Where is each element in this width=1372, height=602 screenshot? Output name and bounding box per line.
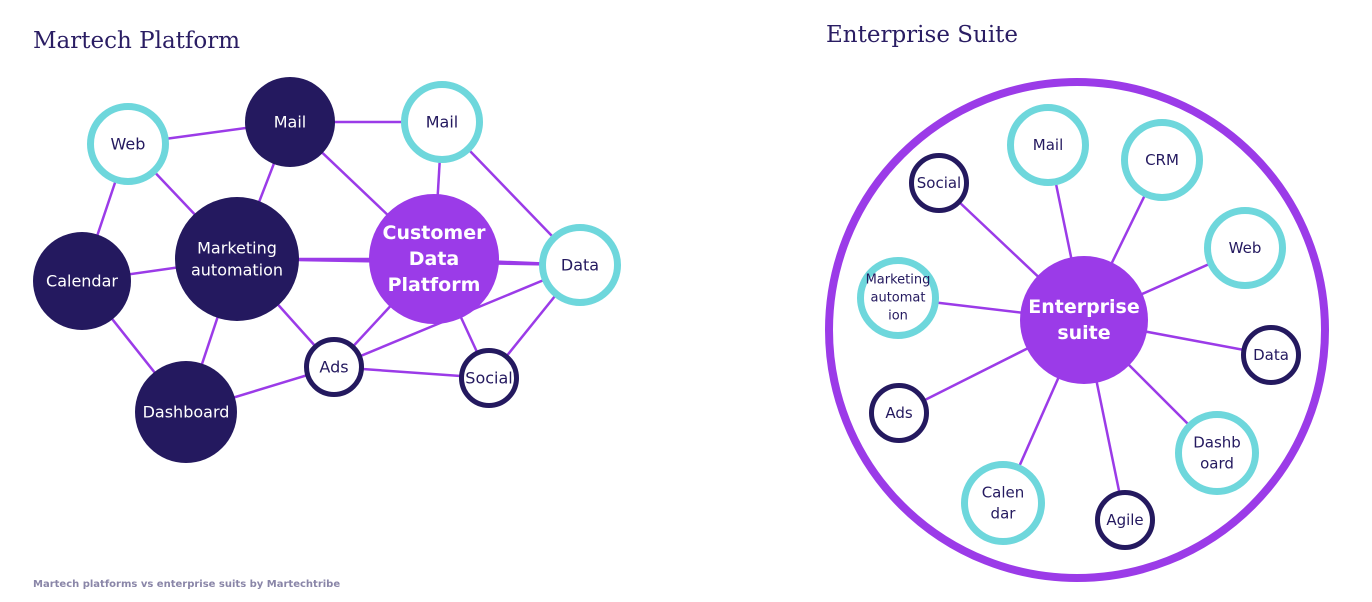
node-circle-e-web (1204, 207, 1286, 289)
node-circle-ma (175, 197, 299, 321)
node-label-data: Data (561, 256, 599, 275)
node-label-e-cal: Calen (982, 484, 1025, 502)
node-label-ads: Ads (319, 358, 348, 377)
node-label-cdp: Platform (388, 274, 481, 296)
node-e-agile: Agile (1095, 490, 1155, 550)
node-circle-calendar (33, 232, 131, 330)
node-label-e-ads: Ads (885, 404, 913, 422)
node-label-e-ma: ion (888, 308, 908, 323)
node-circle-e-ma (857, 257, 939, 339)
node-label-e-data: Data (1253, 346, 1289, 364)
node-e-ads: Ads (869, 383, 929, 443)
martech-platform-title: Martech Platform (33, 28, 241, 54)
node-circle-e-cal (961, 461, 1045, 545)
node-circle-e-dash (1175, 411, 1259, 495)
node-calendar: Calendar (33, 232, 131, 330)
node-label-mail2: Mail (426, 113, 459, 132)
node-web: Web (87, 103, 169, 185)
node-e-web: Web (1204, 207, 1286, 289)
node-label-e-ma: automat (871, 291, 926, 306)
node-ads: Ads (304, 337, 364, 397)
node-e-dash: Dashb oard (1175, 411, 1259, 495)
node-social: Social (459, 348, 519, 408)
node-label-ma: automation (191, 261, 283, 280)
node-label-mail1: Mail (274, 113, 307, 132)
node-dashboard: Dashboard (135, 361, 237, 463)
node-circle-ads (304, 337, 364, 397)
node-label-e-agile: Agile (1106, 511, 1143, 529)
node-label-cdp: Customer (383, 222, 487, 244)
node-e-mail: Mail (1007, 104, 1089, 186)
node-label-e-social: Social (917, 174, 961, 192)
node-circle-mail1 (245, 77, 335, 167)
enterprise-suite-boundary (825, 78, 1329, 582)
node-label-cdp: Data (409, 248, 460, 270)
node-circle-e-ads (869, 383, 929, 443)
node-label-e-dash: Dashb (1193, 434, 1241, 452)
figure-caption: Martech platforms vs enterprise suits by… (33, 579, 341, 590)
node-circle-e-mail (1007, 104, 1089, 186)
node-circle-social (459, 348, 519, 408)
node-circle-web (87, 103, 169, 185)
node-label-e-ma: Marketing (866, 273, 931, 288)
node-label-e-crm: CRM (1145, 151, 1179, 169)
node-e-crm: CRM (1121, 119, 1203, 201)
node-label-web: Web (111, 135, 146, 154)
node-circle-e-agile (1095, 490, 1155, 550)
node-label-es: suite (1057, 322, 1110, 344)
node-ma: Marketing automation (175, 197, 299, 321)
node-e-data: Data (1241, 325, 1301, 385)
node-label-dashboard: Dashboard (143, 403, 230, 422)
node-mail2: Mail (401, 81, 483, 163)
node-es: Enterprise suite (1020, 256, 1148, 384)
node-circle-cdp (369, 194, 499, 324)
node-circle-es (1020, 256, 1148, 384)
node-mail1: Mail (245, 77, 335, 167)
node-label-e-web: Web (1229, 239, 1262, 257)
node-e-cal: Calen dar (961, 461, 1045, 545)
node-circle-e-crm (1121, 119, 1203, 201)
node-circle-e-data (1241, 325, 1301, 385)
node-label-e-cal: dar (991, 504, 1017, 522)
node-label-es: Enterprise (1028, 296, 1140, 318)
node-label-e-mail: Mail (1033, 136, 1063, 154)
node-circle-mail2 (401, 81, 483, 163)
node-e-social: Social (909, 153, 969, 213)
enterprise-suite-title: Enterprise Suite (826, 22, 1019, 48)
node-e-ma: Marketing automat ion (857, 257, 939, 339)
node-circle-dashboard (135, 361, 237, 463)
node-circle-data (539, 224, 621, 306)
node-data: Data (539, 224, 621, 306)
node-circle-e-social (909, 153, 969, 213)
node-label-e-dash: oard (1200, 454, 1234, 472)
node-label-social: Social (465, 369, 512, 388)
node-label-ma: Marketing (197, 238, 277, 257)
node-label-calendar: Calendar (46, 272, 118, 291)
